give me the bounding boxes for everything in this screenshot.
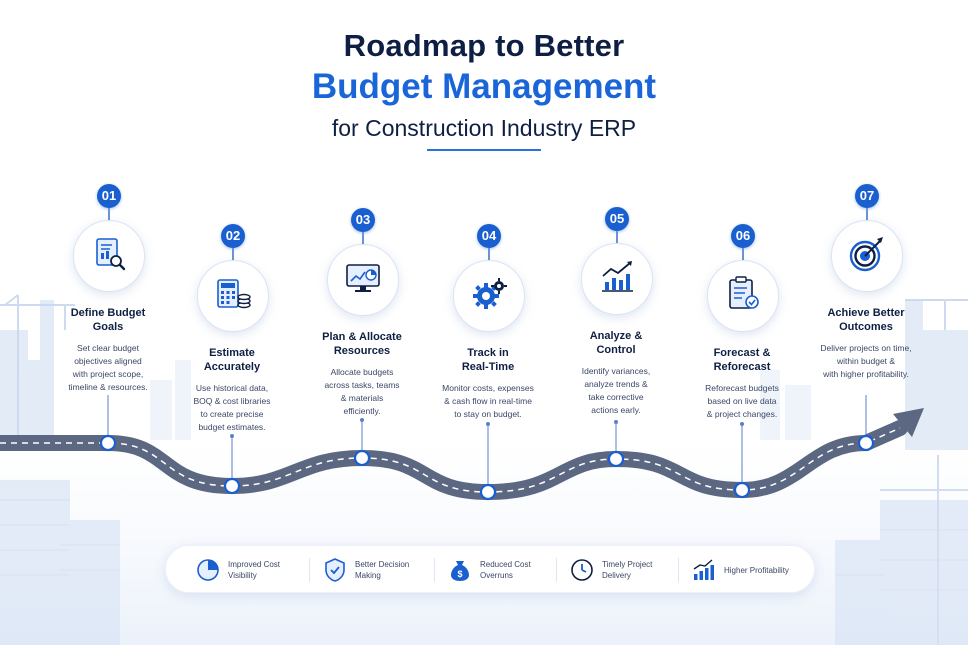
- step-title: Estimate Accurately: [203, 347, 261, 373]
- road-node-step-2: [223, 477, 241, 495]
- roadmap-road: [0, 395, 924, 501]
- road-node-step-6: [733, 481, 751, 499]
- step-description: Allocate budgets across tasks, teams & m…: [324, 367, 400, 416]
- step-description: Monitor costs, expenses & cash flow in r…: [442, 383, 534, 419]
- step-number-badge: 05: [605, 207, 629, 231]
- step-icon-circle: [707, 260, 779, 332]
- clock-icon: [568, 556, 596, 584]
- target-icon: [847, 234, 887, 279]
- step-title: Analyze & Control: [589, 330, 643, 356]
- road-arrow-head: [893, 408, 924, 437]
- benefit-label: Improved Cost Visibility: [228, 560, 281, 580]
- step-description: Identify variances, analyze trends & tak…: [581, 366, 651, 415]
- step-number-badge: 07: [855, 184, 879, 208]
- step-connector-dot: [230, 434, 234, 438]
- benefit-item: Timely Project Delivery: [568, 546, 652, 594]
- step-icon-circle: [73, 220, 145, 292]
- road-path: [0, 420, 908, 500]
- step-title: Track in Real-Time: [461, 347, 515, 373]
- road-node-step-4: [479, 483, 497, 501]
- step-badge-line: [616, 231, 618, 245]
- step-title: Plan & Allocate Resources: [322, 331, 402, 357]
- step-badge-line: [232, 248, 234, 262]
- road-nodes: [99, 434, 875, 501]
- title-underline: [427, 149, 541, 151]
- budget-document-search-icon: [90, 235, 128, 278]
- step-number-badge: 01: [97, 184, 121, 208]
- step-icon-circle: [581, 243, 653, 315]
- road-node-step-1: [99, 434, 117, 452]
- step-connector-dot: [486, 422, 490, 426]
- benefit-separator: [556, 558, 557, 582]
- calculator-coins-icon: [213, 275, 253, 318]
- road-node-step-5: [607, 450, 625, 468]
- step-description: Set clear budget objectives aligned with…: [68, 343, 148, 392]
- step-connector-dot: [740, 422, 744, 426]
- title-line-3: for Construction Industry ERP: [331, 115, 637, 141]
- step-badge-line: [488, 248, 490, 262]
- step-icon-circle: [327, 244, 399, 316]
- road-node-step-3: [353, 449, 371, 467]
- step-badge-line: [742, 248, 744, 262]
- title-line-2: Budget Management: [311, 67, 657, 106]
- benefit-item: Better Decision Making: [321, 546, 409, 594]
- step-number-badge: 06: [731, 224, 755, 248]
- step-badge-line: [866, 208, 868, 222]
- monitor-chart-icon: [343, 259, 383, 302]
- step-description: Use historical data, BOQ & cost librarie…: [193, 383, 271, 432]
- benefit-item: Higher Profitability: [690, 546, 789, 594]
- step-title: Forecast & Reforecast: [713, 347, 771, 373]
- step-title: Achieve Better Outcomes: [827, 307, 905, 333]
- pie-chart-icon: [194, 556, 222, 584]
- title-line-1: Roadmap to Better: [343, 28, 625, 63]
- benefit-item: Improved Cost Visibility: [194, 546, 280, 594]
- benefit-separator: [309, 558, 310, 582]
- gears-icon: [469, 274, 509, 319]
- benefit-label: Higher Profitability: [724, 565, 789, 575]
- trend-chart-icon: [597, 258, 637, 301]
- benefit-label: Reduced Cost Overruns: [480, 560, 531, 580]
- step-title: Define Budget Goals: [70, 307, 146, 333]
- clipboard-check-icon: [723, 274, 763, 319]
- step-icon-circle: [831, 220, 903, 292]
- benefit-item: $ Reduced Cost Overruns: [446, 546, 531, 594]
- step-description: Deliver projects on time, within budget …: [820, 343, 912, 379]
- step-number-badge: 02: [221, 224, 245, 248]
- money-bag-icon: $: [446, 556, 474, 584]
- step-icon-circle: [453, 260, 525, 332]
- road-connectors: [107, 395, 867, 485]
- shield-check-icon: [321, 556, 349, 584]
- growth-bars-icon: [690, 556, 718, 584]
- road-node-step-7: [857, 434, 875, 452]
- step-number-badge: 03: [351, 208, 375, 232]
- benefit-label: Timely Project Delivery: [602, 560, 653, 580]
- svg-text:$: $: [457, 569, 462, 579]
- title-block: Roadmap to Better Budget Management for …: [0, 28, 968, 144]
- step-icon-circle: [197, 260, 269, 332]
- benefit-separator: [434, 558, 435, 582]
- step-connector-dot: [360, 418, 364, 422]
- step-description: Reforecast budgets based on live data & …: [705, 383, 779, 419]
- step-connector-dot: [614, 420, 618, 424]
- step-number-badge: 04: [477, 224, 501, 248]
- benefit-label: Better Decision Making: [355, 560, 410, 580]
- benefits-bar: Improved Cost Visibility Better Decision …: [165, 545, 815, 593]
- benefit-separator: [678, 558, 679, 582]
- step-badge-line: [108, 208, 110, 222]
- step-badge-line: [362, 232, 364, 246]
